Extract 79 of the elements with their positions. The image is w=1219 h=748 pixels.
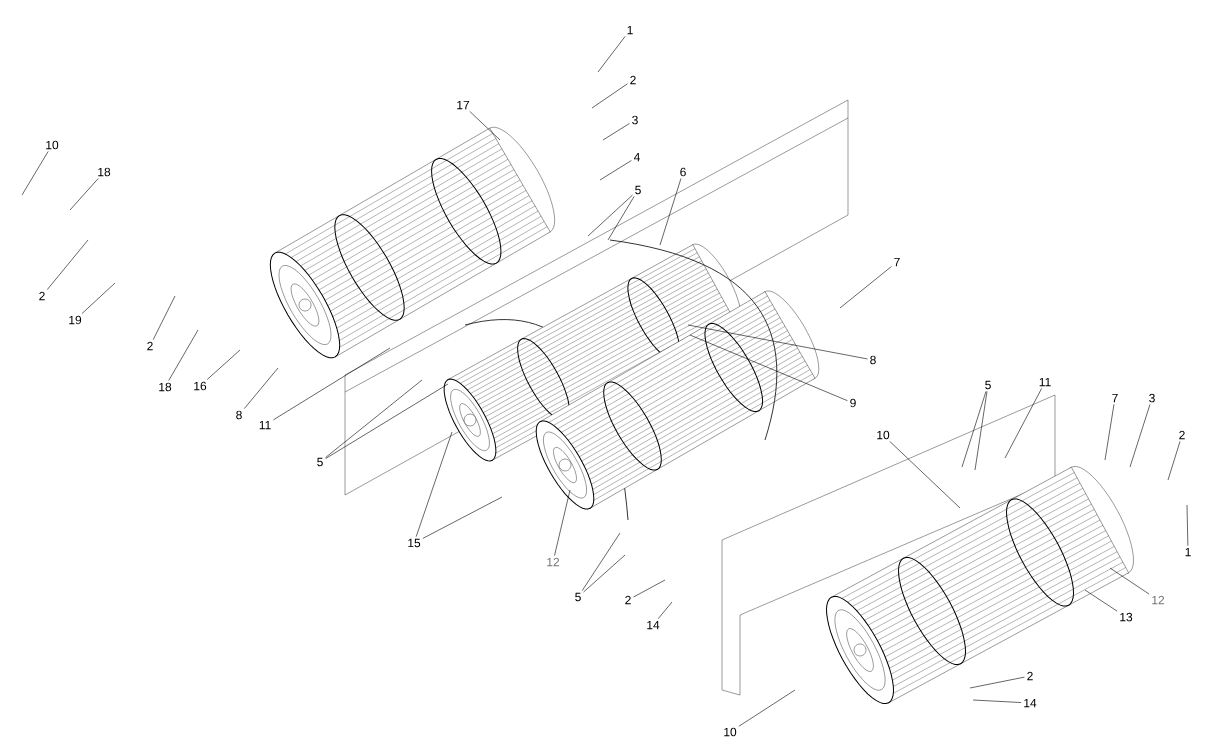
leader-line xyxy=(244,367,279,409)
callout-number: 6 xyxy=(680,167,686,177)
leader-line xyxy=(969,676,1025,689)
leader-line xyxy=(961,391,987,468)
callout-number: 12 xyxy=(547,557,560,567)
callout-number: 1 xyxy=(627,25,633,35)
leader-line xyxy=(597,36,626,73)
callout-number: 12 xyxy=(1152,595,1165,605)
leader-line xyxy=(1186,504,1189,546)
leader-line xyxy=(687,324,868,360)
callout-number: 2 xyxy=(625,595,631,605)
callout-number: 5 xyxy=(985,380,991,390)
leader-line xyxy=(839,266,892,309)
leader-line xyxy=(152,295,176,340)
callout-number: 8 xyxy=(236,410,242,420)
callout-number: 11 xyxy=(259,420,271,430)
callout-number: 2 xyxy=(39,291,45,301)
leader-line xyxy=(583,554,626,593)
leader-line xyxy=(659,178,682,246)
callout-number: 11 xyxy=(1039,377,1051,387)
callout-number: 5 xyxy=(635,185,641,195)
leader-line xyxy=(554,489,571,556)
callout-number: 17 xyxy=(457,100,470,110)
callout-number: 3 xyxy=(632,115,638,125)
leader-line xyxy=(974,391,988,471)
leader-line xyxy=(657,601,673,619)
leader-line xyxy=(689,334,848,401)
callout-number: 4 xyxy=(633,152,640,162)
callout-number: 5 xyxy=(317,457,323,467)
leader-line xyxy=(633,579,666,598)
callout-number: 16 xyxy=(194,381,207,391)
leader-line xyxy=(587,194,633,237)
callout-number: 8 xyxy=(870,355,876,365)
leader-line xyxy=(325,379,423,458)
leader-line xyxy=(69,178,99,211)
leader-line xyxy=(889,441,961,509)
callout-number: 2 xyxy=(1179,430,1185,440)
leader-line xyxy=(325,383,449,459)
leader-line xyxy=(1109,567,1150,595)
leader-line xyxy=(81,282,116,314)
callout-number: 18 xyxy=(159,382,172,392)
callout-number: 15 xyxy=(408,538,421,548)
callout-number: 14 xyxy=(1024,698,1037,708)
callout-number: 7 xyxy=(1112,393,1118,403)
leader-line xyxy=(738,689,796,727)
callout-number: 1 xyxy=(1185,547,1191,557)
leader-line xyxy=(599,160,632,181)
leader-line xyxy=(1004,388,1042,459)
leader-line xyxy=(1104,404,1115,461)
callout-number: 10 xyxy=(724,727,737,737)
leader-line xyxy=(273,347,391,421)
leader-line xyxy=(415,431,453,537)
leader-line xyxy=(972,699,1022,703)
leader-line xyxy=(591,83,628,109)
callout-number: 9 xyxy=(850,398,856,408)
leader-line xyxy=(422,496,503,539)
callout-number: 14 xyxy=(647,620,660,630)
callout-number: 3 xyxy=(1149,393,1155,403)
callout-number: 2 xyxy=(147,341,153,351)
callout-number: 10 xyxy=(46,140,59,150)
leader-line xyxy=(607,196,635,241)
callout-number: 5 xyxy=(575,592,581,602)
callout-number: 13 xyxy=(1120,612,1133,622)
leader-line xyxy=(602,123,630,141)
leader-line xyxy=(168,329,199,381)
callout-number: 19 xyxy=(69,315,82,325)
leader-line xyxy=(206,349,241,380)
callout-number: 2 xyxy=(1027,671,1033,681)
callout-number: 18 xyxy=(98,167,111,177)
leader-line xyxy=(581,532,621,591)
leader-line xyxy=(1129,404,1151,468)
callout-number: 7 xyxy=(894,257,900,267)
callout-number: 10 xyxy=(877,430,890,440)
leader-line xyxy=(469,111,501,141)
leader-line xyxy=(21,151,49,196)
leader-line xyxy=(46,239,89,290)
leader-line xyxy=(1084,589,1118,612)
callout-number: 2 xyxy=(630,75,636,85)
leader-line xyxy=(1167,441,1181,481)
